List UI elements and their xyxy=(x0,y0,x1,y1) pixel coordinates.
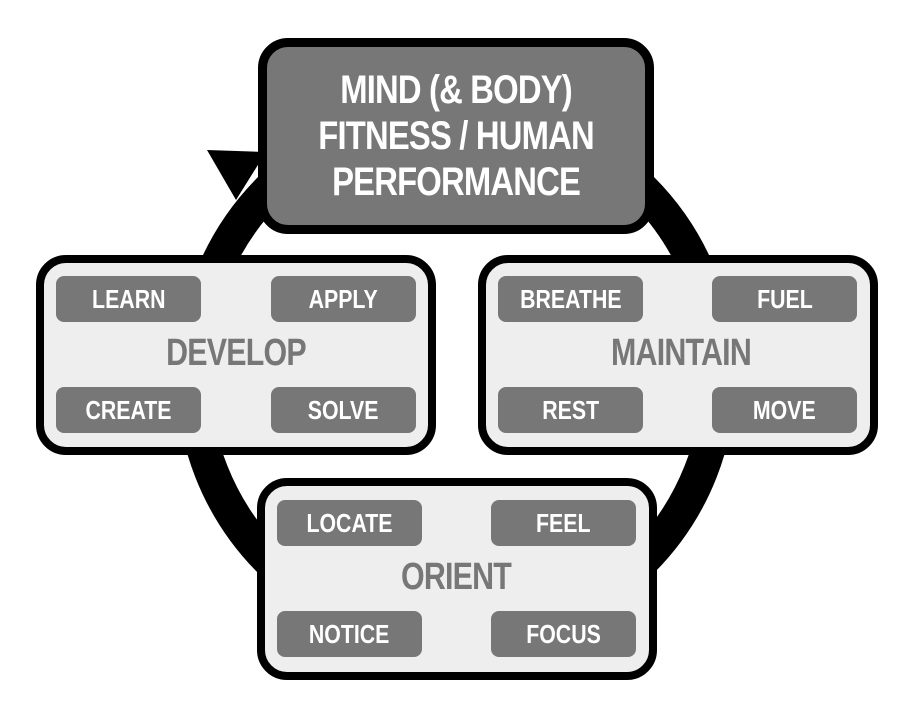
cycle-arrowhead xyxy=(207,150,266,200)
develop-label: DEVELOP xyxy=(166,332,306,374)
step-label: LOCATE xyxy=(306,507,393,538)
step-label: NOTICE xyxy=(309,618,390,649)
develop-step-create: CREATE xyxy=(56,387,201,433)
orient-step-locate: LOCATE xyxy=(277,500,422,546)
maintain-step-fuel: FUEL xyxy=(712,276,857,322)
main-title-box: MIND (& BODY) FITNESS / HUMAN PERFORMANC… xyxy=(258,38,654,234)
step-label: MOVE xyxy=(753,394,816,425)
maintain-step-breathe: BREATHE xyxy=(498,276,643,322)
develop-step-apply: APPLY xyxy=(271,276,416,322)
main-title-line-3: PERFORMANCE xyxy=(332,160,581,204)
main-title-line-1: MIND (& BODY) xyxy=(340,68,572,112)
orient-step-notice: NOTICE xyxy=(277,611,422,657)
maintain-label: MAINTAIN xyxy=(611,332,752,374)
develop-step-solve: SOLVE xyxy=(271,387,416,433)
step-label: BREATHE xyxy=(519,283,622,314)
main-title-line-2: FITNESS / HUMAN xyxy=(318,114,594,158)
step-label: FEEL xyxy=(536,507,591,538)
maintain-step-move: MOVE xyxy=(712,387,857,433)
step-label: LEARN xyxy=(91,283,166,314)
step-label: FUEL xyxy=(756,283,813,314)
develop-step-learn: LEARN xyxy=(56,276,201,322)
orient-step-feel: FEEL xyxy=(491,500,636,546)
step-label: CREATE xyxy=(85,394,172,425)
orient-step-focus: FOCUS xyxy=(491,611,636,657)
step-label: APPLY xyxy=(308,283,379,314)
step-label: REST xyxy=(542,394,599,425)
main-title: MIND (& BODY) FITNESS / HUMAN PERFORMANC… xyxy=(318,67,594,205)
orient-label: ORIENT xyxy=(400,556,512,598)
step-label: FOCUS xyxy=(526,618,601,649)
step-label: SOLVE xyxy=(308,394,379,425)
maintain-step-rest: REST xyxy=(498,387,643,433)
